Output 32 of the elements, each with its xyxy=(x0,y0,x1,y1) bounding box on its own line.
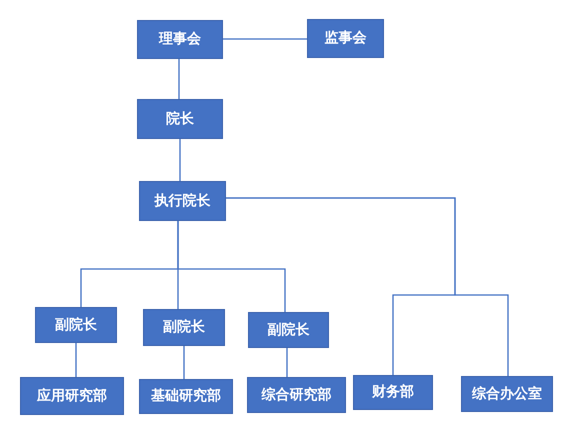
unit-label: 监事会 xyxy=(324,30,366,47)
connector-line xyxy=(179,139,181,181)
org-unit-box xyxy=(20,377,124,415)
unit-label: 副院长 xyxy=(163,319,205,336)
org-unit-box xyxy=(137,99,223,139)
org-unit-box xyxy=(143,309,225,346)
connector-line xyxy=(178,59,180,99)
unit-label: 副院长 xyxy=(55,316,97,334)
connector-line xyxy=(286,348,288,377)
org-unit-box xyxy=(139,379,233,414)
org-unit-box xyxy=(35,307,117,343)
org-unit-box xyxy=(307,19,384,58)
unit-label: 理事会 xyxy=(159,31,201,48)
org-unit-box xyxy=(353,375,433,410)
org-unit-box xyxy=(248,312,329,348)
unit-label: 执行院长 xyxy=(154,192,210,210)
connector-line xyxy=(75,343,77,377)
connector-line xyxy=(223,38,307,40)
connector-line xyxy=(226,197,509,376)
unit-label: 综合研究部 xyxy=(262,386,332,404)
unit-label: 基础研究部 xyxy=(151,388,221,405)
unit-label: 院长 xyxy=(166,110,194,128)
unit-label: 应用研究部 xyxy=(37,388,107,404)
unit-label: 副院长 xyxy=(268,322,310,338)
org-unit-box xyxy=(461,376,553,412)
unit-label: 综合办公室 xyxy=(472,386,542,402)
org-unit-box xyxy=(137,20,223,59)
connector-line xyxy=(177,221,286,312)
org-unit-box xyxy=(247,377,346,413)
connector-line xyxy=(183,346,185,379)
org-unit-box xyxy=(139,181,226,221)
unit-label: 财务部 xyxy=(372,384,414,401)
